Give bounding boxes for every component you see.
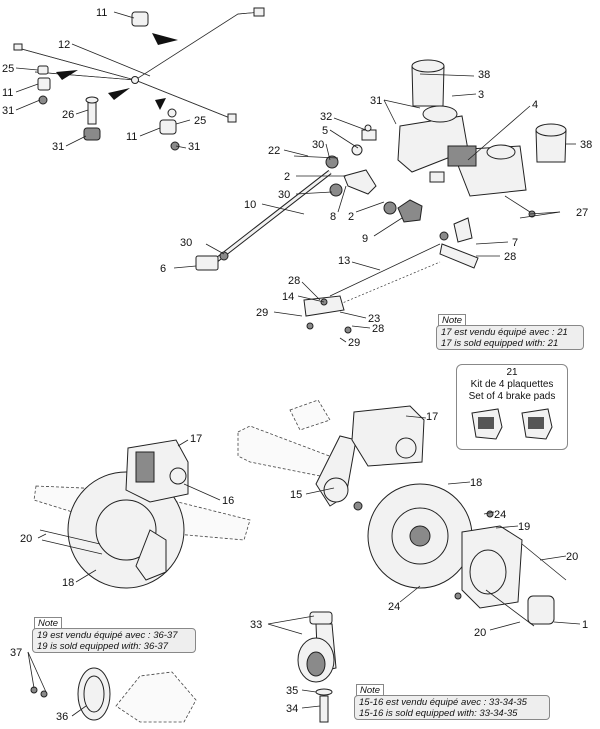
bearing-and-seals — [30, 667, 197, 723]
callout-8: 8 — [330, 211, 336, 223]
callout-11: 11 — [96, 7, 107, 19]
note-3-line-en: 15-16 is sold equipped with: 33-34-35 — [359, 708, 518, 719]
callout-34: 34 — [286, 703, 298, 715]
callout-9: 9 — [362, 233, 368, 245]
note-1-line-en: 17 is sold equipped with: 21 — [441, 338, 559, 349]
callout-25: 25 — [2, 63, 14, 75]
note-3-line-fr: 15-16 est vendu équipé avec : 33-34-35 — [359, 697, 527, 708]
callout-28: 28 — [372, 323, 384, 335]
brake-cable — [303, 243, 479, 334]
callout-25: 25 — [194, 115, 206, 127]
callout-29: 29 — [348, 337, 360, 349]
master-cylinders — [397, 59, 567, 218]
note-2-title: Note — [34, 617, 63, 629]
callout-18: 18 — [62, 577, 74, 589]
callout-numbers: 11 12 25 11 31 26 31 11 25 31 38 31 3 32… — [2, 7, 592, 723]
brake-pads-icon — [471, 408, 553, 440]
callout-33: 33 — [250, 619, 262, 631]
rear-disc-hub-assembly — [367, 483, 567, 627]
callout-18: 18 — [470, 477, 482, 489]
callout-2: 2 — [284, 171, 290, 183]
callout-2: 2 — [348, 211, 354, 223]
callout-11: 11 — [126, 131, 137, 143]
callout-19: 19 — [518, 521, 530, 533]
callout-17: 17 — [426, 411, 438, 423]
callout-27: 27 — [576, 207, 588, 219]
note-2-line-fr: 19 est vendu équipé avec : 36-37 — [37, 630, 178, 641]
callout-28: 28 — [504, 251, 516, 263]
callout-4: 4 — [532, 99, 538, 111]
callout-24: 24 — [388, 601, 400, 613]
pedal-linkage — [293, 124, 473, 243]
callout-10: 10 — [244, 199, 256, 211]
callout-31: 31 — [370, 95, 382, 107]
callout-31: 31 — [52, 141, 64, 153]
callout-12: 12 — [58, 39, 70, 51]
note-2-line-en: 19 is sold equipped with: 36-37 — [37, 641, 168, 652]
callout-30: 30 — [180, 237, 192, 249]
callout-29: 29 — [256, 307, 268, 319]
callout-35: 35 — [286, 685, 298, 697]
callout-26: 26 — [62, 109, 74, 121]
callout-1: 1 — [582, 619, 588, 631]
direction-arrows — [56, 33, 178, 110]
callout-22: 22 — [268, 145, 280, 157]
callout-3: 3 — [478, 89, 484, 101]
callout-28: 28 — [288, 275, 300, 287]
callout-24: 24 — [494, 509, 506, 521]
front-left-brake-assembly — [33, 439, 251, 589]
leader-lines — [15, 11, 581, 717]
callout-36: 36 — [56, 711, 68, 723]
callout-30: 30 — [312, 139, 324, 151]
callout-37: 37 — [10, 647, 22, 659]
callout-38: 38 — [580, 139, 592, 151]
note-2: 19 est vendu équipé avec : 36-37 19 is s… — [32, 628, 196, 653]
callout-32: 32 — [320, 111, 332, 123]
brake-pad-kit-box: 21 Kit de 4 plaquettes Set of 4 brake pa… — [456, 364, 568, 450]
callout-31: 31 — [2, 105, 14, 117]
rear-brake-carrier-assembly — [237, 399, 425, 511]
kit-line-fr: Kit de 4 plaquettes — [470, 379, 554, 390]
callout-23: 23 — [368, 313, 380, 325]
callout-17: 17 — [190, 433, 202, 445]
callout-16: 16 — [222, 495, 234, 507]
callout-11: 11 — [2, 87, 13, 99]
note-1-line-fr: 17 est vendu équipé avec : 21 — [441, 327, 568, 338]
callout-15: 15 — [290, 489, 302, 501]
callout-30: 30 — [278, 189, 290, 201]
callout-31: 31 — [188, 141, 200, 153]
push-rod — [195, 170, 332, 271]
note-1-title: Note — [438, 314, 467, 326]
callout-6: 6 — [160, 263, 166, 275]
callout-5: 5 — [322, 125, 328, 137]
caliper-bracket-parts — [297, 611, 337, 723]
callout-13: 13 — [338, 255, 350, 267]
callout-20: 20 — [474, 627, 486, 639]
note-1: 17 est vendu équipé avec : 21 17 is sold… — [436, 325, 584, 350]
callout-14: 14 — [282, 291, 294, 303]
callout-20: 20 — [566, 551, 578, 563]
kit-number: 21 — [506, 367, 518, 378]
note-3: 15-16 est vendu équipé avec : 33-34-35 1… — [354, 695, 550, 720]
callout-7: 7 — [512, 237, 518, 249]
note-3-title: Note — [356, 684, 385, 696]
callout-20: 20 — [20, 533, 32, 545]
callout-38: 38 — [478, 69, 490, 81]
kit-line-en: Set of 4 brake pads — [468, 391, 556, 402]
banjo-fittings — [37, 11, 180, 151]
